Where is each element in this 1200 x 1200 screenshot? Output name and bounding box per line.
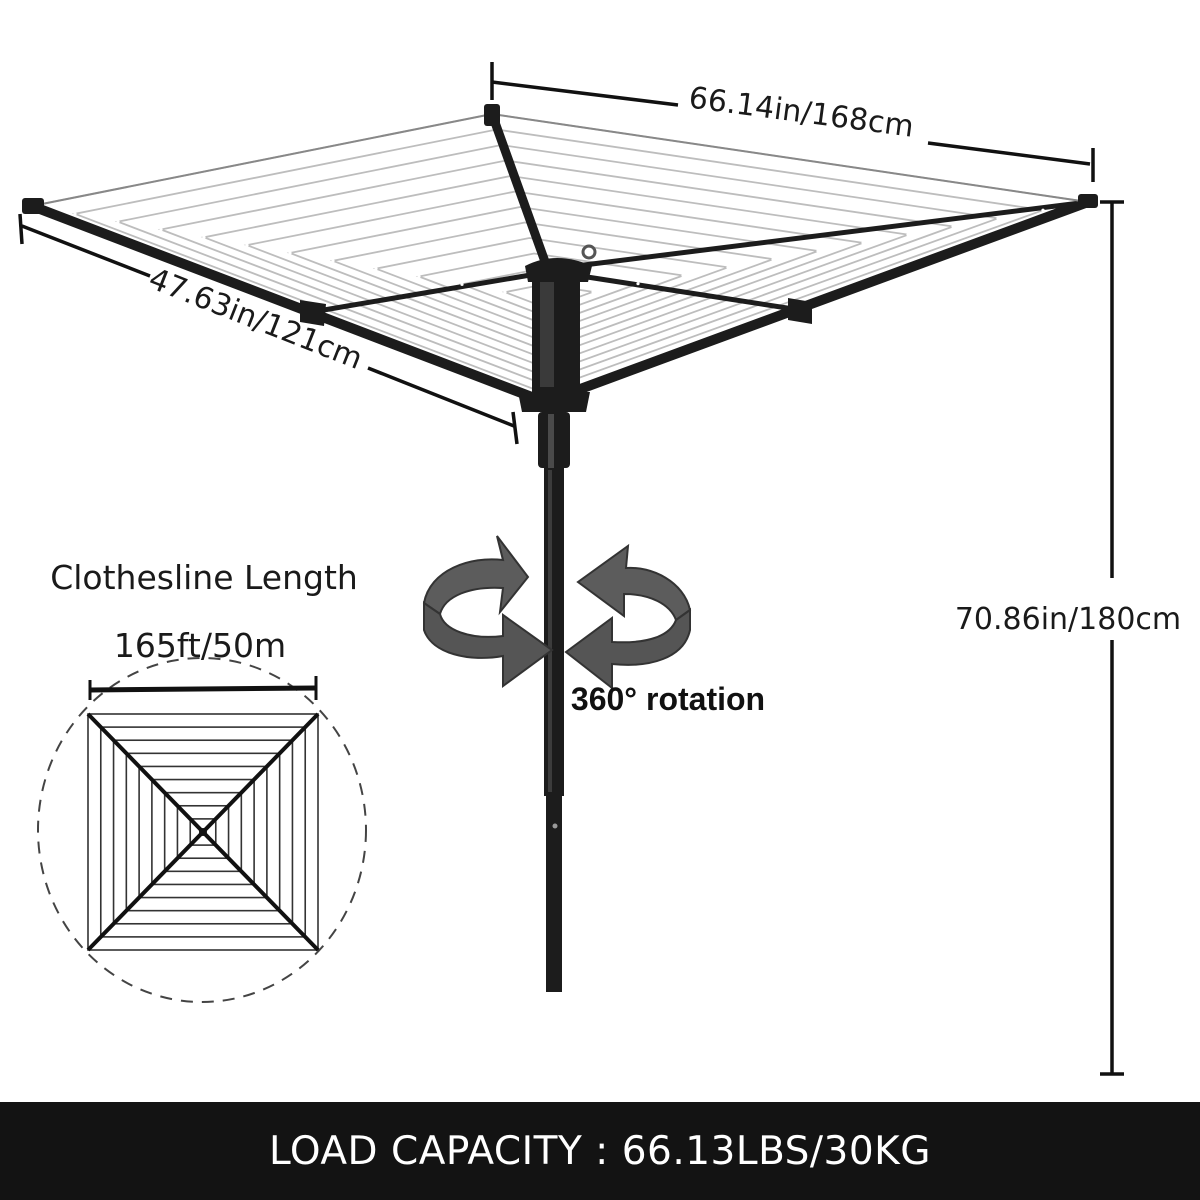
arm-hole: [816, 249, 820, 253]
diagram-line-square: [112, 739, 294, 925]
arm-hole: [1041, 208, 1045, 212]
diagram-line-square: [138, 765, 268, 899]
arm-hole: [116, 220, 120, 224]
load-capacity-banner: LOAD CAPACITY : 66.13LBS/30KG: [0, 1102, 1200, 1200]
clothesline-title: Clothesline Length: [50, 558, 358, 597]
width-dimension-label: 66.14in/168cm: [687, 80, 916, 144]
arm-hole: [906, 233, 910, 237]
arm-hole: [861, 241, 865, 245]
arm-hole: [636, 282, 640, 286]
diagram-line-square: [189, 818, 217, 846]
arm-hole: [951, 224, 955, 229]
height-dimension-label: 70.86in/180cm: [955, 602, 1181, 637]
arm-hole: [996, 216, 1000, 220]
rotation-label: 360° rotation: [571, 681, 765, 717]
diagram-line-square: [99, 726, 307, 938]
arm-hole: [288, 251, 292, 255]
diagram-line-square: [176, 804, 230, 860]
diagram-line-square: [125, 752, 281, 912]
hub: [525, 244, 597, 402]
diagram-line-square: [151, 778, 255, 886]
arm-hole: [202, 235, 206, 239]
arm-hole: [503, 290, 507, 294]
arm-hole: [417, 274, 421, 279]
arm-hole: [771, 257, 775, 261]
side-dimension: [18, 213, 519, 445]
arm-hole: [73, 212, 77, 216]
arm-hole: [681, 273, 685, 278]
width-dimension: [490, 62, 1095, 182]
arm-hole: [331, 259, 335, 263]
diagram-line-square: [87, 713, 319, 951]
arm-hole: [460, 282, 464, 286]
height-dimension: [1100, 200, 1124, 1076]
load-capacity-text: LOAD CAPACITY : 66.13LBS/30KG: [269, 1128, 931, 1174]
arm-hole: [374, 267, 378, 271]
arm-hole: [245, 243, 249, 247]
rotation-arrows-icon: [422, 535, 692, 691]
clothesline-length: 165ft/50m: [114, 626, 286, 665]
pole: [538, 412, 570, 992]
arm-hole: [726, 265, 730, 269]
clothesline-diagram-icon: [37, 657, 367, 1003]
arm-hole: [159, 227, 163, 232]
dryer-frame: [27, 109, 1093, 407]
rotary-dryer-illustration: 66.14in/168cm 47.63in/121cm 70.86in/180c…: [18, 62, 1181, 1076]
arm-hole: [591, 290, 595, 294]
diagram-line-square: [163, 791, 243, 873]
